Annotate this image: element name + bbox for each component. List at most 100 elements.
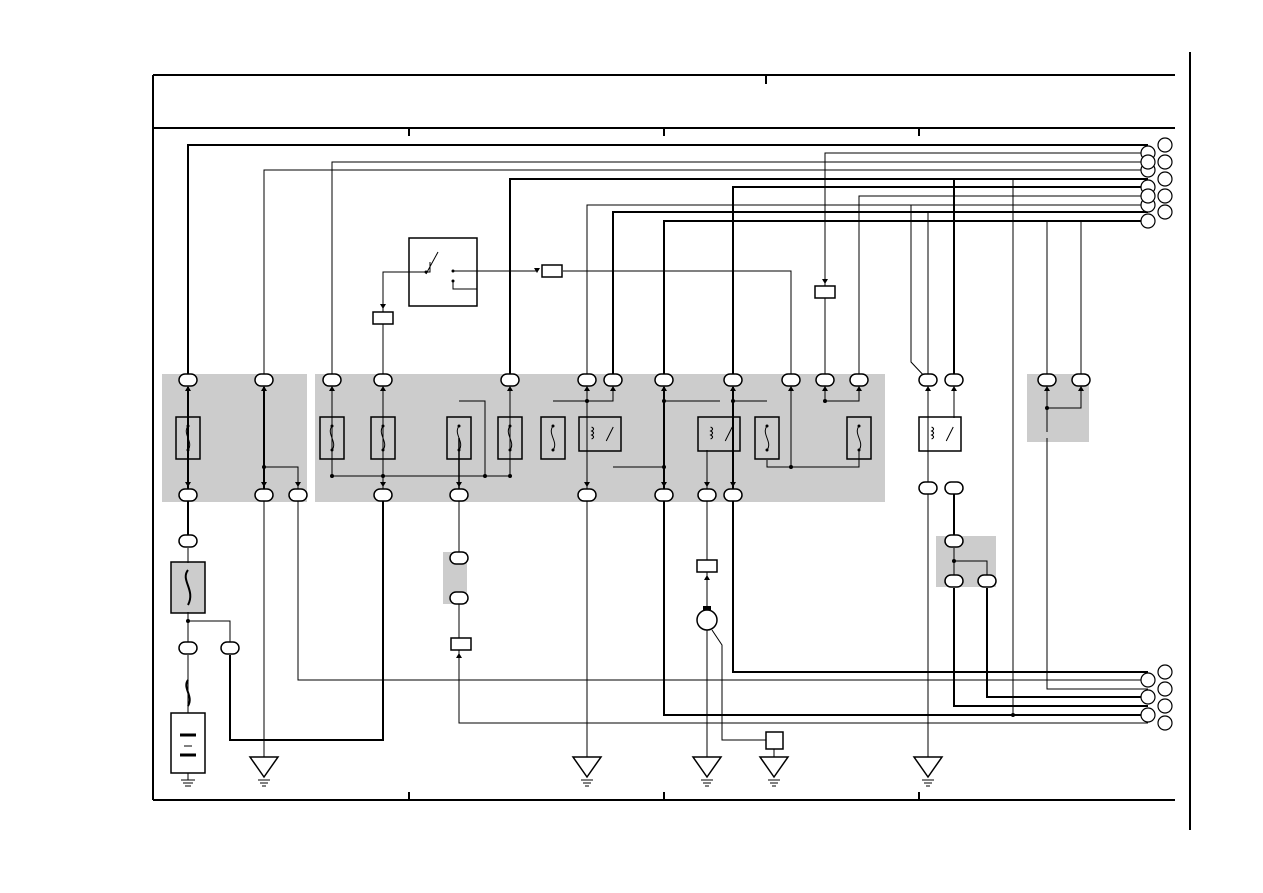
connector (254, 373, 274, 387)
fuse-element (380, 425, 386, 451)
wire (663, 220, 1148, 380)
connector (373, 488, 393, 502)
connector-pin (534, 268, 540, 273)
connector-pin (1078, 386, 1084, 391)
switch-terminal (451, 269, 455, 273)
sensor-box (765, 731, 784, 750)
edge-terminal (1157, 204, 1173, 220)
connector-pin (584, 482, 590, 487)
fuse-terminal (508, 448, 512, 452)
shaded-box (315, 374, 885, 502)
connector-pin (1044, 386, 1050, 391)
fuse-body (319, 416, 345, 460)
connector-pin (456, 653, 462, 658)
fuse-element (550, 425, 556, 451)
connector (918, 373, 938, 387)
edge-terminal (1157, 715, 1173, 731)
wire (824, 152, 1148, 290)
connector-pin (951, 386, 957, 391)
edge-terminal (1157, 698, 1173, 714)
fuse-body (370, 416, 396, 460)
wire (1047, 387, 1082, 409)
connector (449, 488, 469, 502)
wire (188, 620, 231, 648)
junction-dot (662, 399, 666, 403)
connector-pin (704, 575, 710, 580)
shaded-boxes (162, 374, 1089, 613)
connector (849, 373, 869, 387)
fuse-body (846, 416, 872, 460)
ground-symbol (691, 756, 723, 779)
fuse-body (497, 416, 523, 460)
connector (577, 488, 597, 502)
connector (373, 373, 393, 387)
connector (944, 481, 964, 495)
connector (1071, 373, 1091, 387)
connector-pin (185, 482, 191, 487)
ground-symbol (571, 756, 603, 779)
fusible-link (185, 679, 191, 707)
fuse-body (540, 416, 566, 460)
edge-terminal (1140, 689, 1156, 705)
motor-brush (703, 606, 711, 610)
connector (944, 373, 964, 387)
junction-dot (508, 474, 512, 478)
fuse-terminal (186, 448, 190, 452)
relay-body (578, 416, 622, 452)
connector (723, 373, 743, 387)
connector-pin (261, 482, 267, 487)
connector (449, 551, 469, 565)
wire (587, 204, 929, 381)
connector (654, 373, 674, 387)
connector-pin (295, 482, 301, 487)
edge-terminal (1157, 664, 1173, 680)
connector (977, 574, 997, 588)
connector-pin (584, 386, 590, 391)
wire (553, 387, 614, 402)
connector-pin (822, 279, 828, 284)
connector (1037, 373, 1057, 387)
relay-coil (590, 426, 595, 440)
connector-pin (261, 386, 267, 391)
junction-dot (952, 559, 956, 563)
wire (297, 495, 1148, 681)
resistor (450, 637, 472, 651)
junction-dot (1011, 713, 1015, 717)
wires (187, 144, 1148, 780)
connector (322, 373, 342, 387)
junction-dot (823, 399, 827, 403)
connector-pin (704, 482, 710, 487)
wire (663, 495, 1148, 716)
connector (944, 534, 964, 548)
wire (1046, 438, 1148, 690)
connector (254, 488, 274, 502)
edge-terminal (1140, 672, 1156, 688)
connector (781, 373, 801, 387)
motor (696, 609, 718, 631)
fuse-element (456, 425, 462, 451)
fusible-link-box (170, 561, 206, 614)
connector-pin (730, 482, 736, 487)
fuse-element (185, 425, 191, 451)
edge-terminal (1157, 171, 1173, 187)
junction-dot (731, 399, 735, 403)
switch-arm (425, 251, 439, 275)
connector (449, 591, 469, 605)
junction-dot (186, 619, 190, 623)
fuse-terminal (330, 448, 334, 452)
fuse-body (446, 416, 472, 460)
connector (723, 488, 743, 502)
wire (458, 650, 1148, 724)
fuse-terminal (381, 448, 385, 452)
wire (711, 629, 766, 741)
switch-terminal (424, 270, 428, 274)
relay-switch (605, 426, 614, 442)
relay-switch (724, 426, 733, 442)
wire (459, 400, 486, 476)
edge-terminal (1157, 154, 1173, 170)
junction-dot (483, 474, 487, 478)
fuse-body (754, 416, 780, 460)
connector (178, 488, 198, 502)
wire (452, 281, 477, 290)
connector-pin (925, 386, 931, 391)
